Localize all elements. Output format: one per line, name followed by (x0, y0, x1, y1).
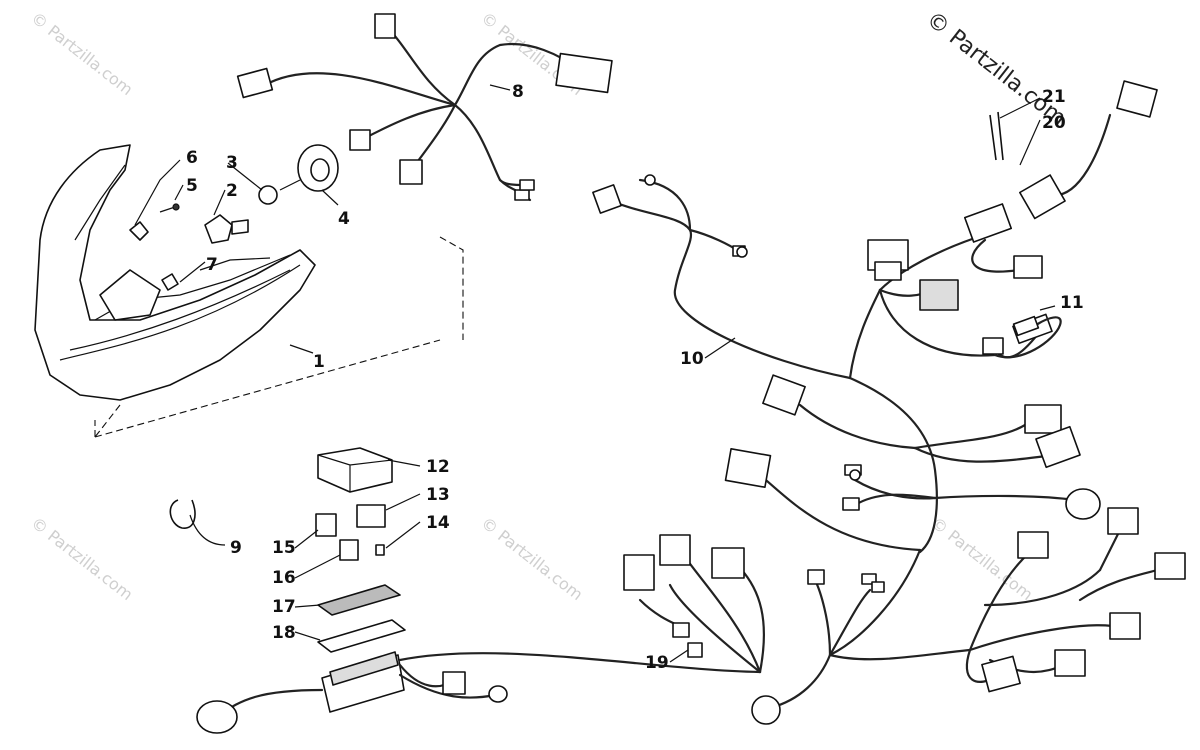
gasket-18 (317, 619, 406, 653)
bulb-2 (204, 214, 233, 244)
callout-9: 9 (230, 538, 242, 558)
board-17 (317, 584, 401, 616)
cover-12 (317, 447, 393, 493)
callout-2: 2 (226, 181, 238, 201)
items-20-21 (989, 111, 1004, 161)
callout-labels: 1 2 3 4 5 6 7 8 9 10 11 12 13 14 15 16 1… (186, 82, 1084, 673)
relay-16 (339, 539, 359, 561)
fuse-14 (375, 544, 385, 556)
bulb-assembly (129, 144, 339, 291)
clip-7 (161, 273, 179, 291)
callout-12: 12 (426, 457, 450, 477)
watermark-faint-3: © Partzilla.com (28, 513, 137, 604)
sensor-11 (993, 315, 1062, 359)
callout-19: 19 (645, 653, 669, 673)
callout-17: 17 (272, 597, 296, 617)
callout-7: 7 (206, 255, 218, 275)
callout-18: 18 (272, 623, 296, 643)
callout-1: 1 (313, 352, 325, 372)
relay-15 (315, 513, 337, 537)
headlight-housing (34, 144, 464, 438)
headlight-harness-8 (236, 13, 613, 202)
callout-3: 3 (226, 153, 238, 173)
fuse-block (315, 447, 406, 713)
retainer-3 (258, 185, 278, 205)
clip-6 (129, 221, 149, 241)
callout-6: 6 (186, 148, 198, 168)
callout-13: 13 (426, 485, 450, 505)
callout-15: 15 (272, 538, 296, 558)
callout-4: 4 (338, 209, 350, 229)
callout-14: 14 (426, 513, 450, 533)
callout-21: 21 (1042, 87, 1066, 107)
leader-lines (134, 84, 1056, 663)
callout-20: 20 (1042, 113, 1066, 133)
retainer-ring-9 (169, 499, 196, 529)
callout-11: 11 (1060, 293, 1084, 313)
callout-10: 10 (680, 349, 704, 369)
relay-13 (356, 504, 386, 528)
callout-5: 5 (186, 176, 198, 196)
watermark-faint-4: © Partzilla.com (478, 513, 587, 604)
watermark-faint-1: © Partzilla.com (28, 8, 137, 99)
callout-16: 16 (272, 568, 296, 588)
main-harness-10 (218, 113, 1167, 717)
callout-8: 8 (512, 82, 524, 102)
